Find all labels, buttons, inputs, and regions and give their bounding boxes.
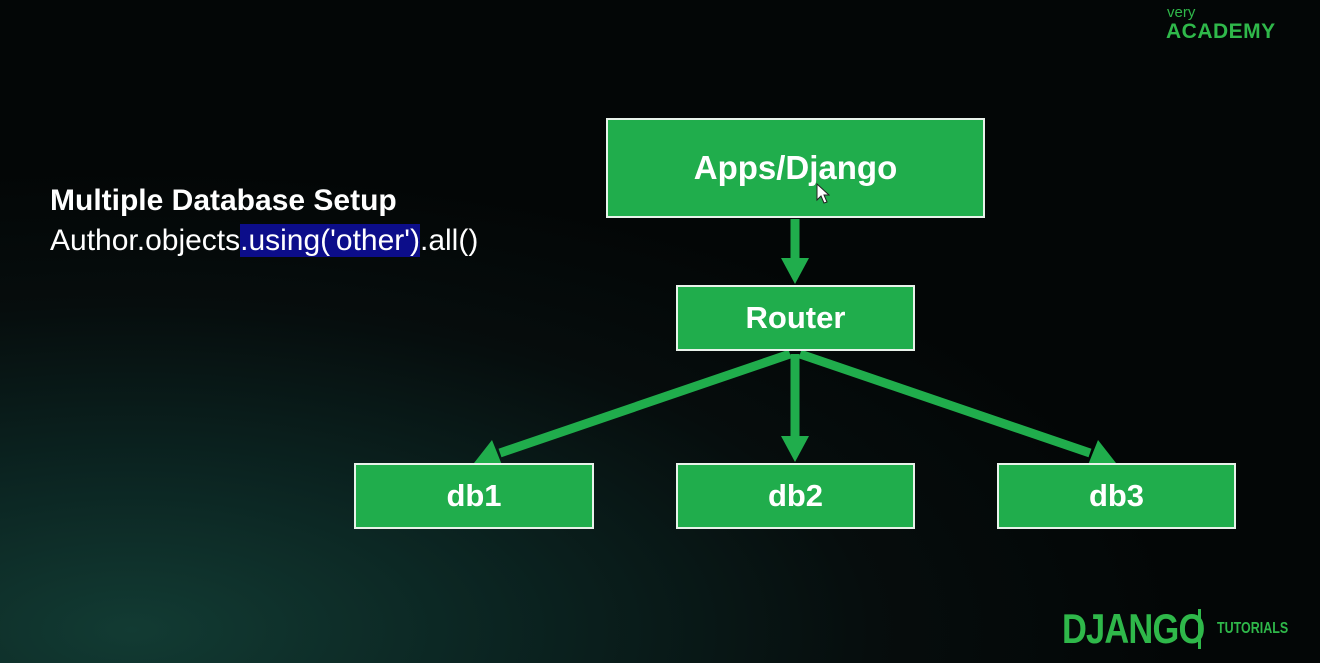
logo-django-text: DJANGO xyxy=(1062,605,1205,652)
node-db1: db1 xyxy=(354,463,594,529)
code-part-before: Author.objects xyxy=(50,224,241,257)
very-academy-logo: very ACADEMY xyxy=(1166,5,1276,42)
code-part-after: .all() xyxy=(420,224,479,257)
django-tutorials-logo: DJANGO TUTORIALS xyxy=(1062,605,1308,653)
mouse-cursor-icon xyxy=(816,183,830,204)
arrow-router-to-db1 xyxy=(498,349,792,458)
node-router: Router xyxy=(676,285,915,351)
slide-heading: Multiple Database Setup xyxy=(50,184,397,217)
arrowhead-db3 xyxy=(1088,440,1116,465)
logo-very-text: very xyxy=(1167,4,1196,21)
logo-tutorials-text: TUTORIALS xyxy=(1217,620,1289,637)
node-apps-django: Apps/Django xyxy=(606,118,985,218)
code-highlighted-selection: .using('other') xyxy=(240,224,420,257)
code-example: Author.objects.using('other').all() xyxy=(50,224,478,258)
arrowhead-db1 xyxy=(474,440,502,465)
arrowhead-db2 xyxy=(781,436,809,462)
node-db2: db2 xyxy=(676,463,915,529)
node-db3: db3 xyxy=(997,463,1236,529)
arrow-router-to-db3 xyxy=(798,349,1092,458)
arrowhead-router xyxy=(781,258,809,284)
logo-academy-text: ACADEMY xyxy=(1166,20,1276,43)
logo-divider xyxy=(1198,609,1201,649)
